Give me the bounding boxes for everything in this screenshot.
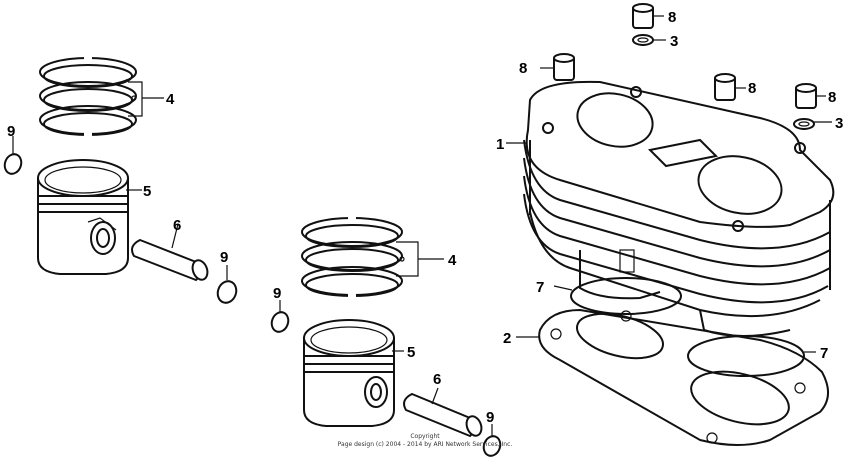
callout-9-middle-bottom: 9: [486, 409, 494, 426]
piston-middle: [303, 319, 395, 427]
o-ring-large-right: [687, 335, 816, 377]
callout-8-top: 8: [668, 9, 676, 26]
dowel-right: [795, 83, 826, 109]
callout-8-center: 8: [748, 80, 756, 97]
leader-4a: [128, 81, 143, 117]
leader-4b: [396, 241, 419, 277]
piston-left: [37, 159, 129, 275]
circlip-middle-top: [270, 300, 290, 333]
callout-4-left: 4: [166, 91, 175, 108]
dowel-top: [632, 3, 664, 29]
callout-1: 1: [496, 136, 504, 153]
callout-8-left: 8: [519, 60, 527, 77]
o-ring-right: [793, 118, 832, 130]
callout-6-left: 6: [173, 217, 181, 234]
piston-rings-left: [39, 55, 137, 136]
piston-pin-left: [131, 223, 209, 282]
piston-rings-middle: [301, 215, 403, 298]
circlip-middle-bottom: [482, 424, 502, 457]
callout-7-left: 7: [536, 279, 544, 296]
callout-3-top: 3: [670, 33, 678, 50]
cylinder-block: [523, 80, 835, 337]
dowel-center: [714, 73, 746, 101]
circlip-left-bottom: [216, 265, 238, 304]
copyright-line-2: Page design (c) 2004 - 2014 by ARI Netwo…: [338, 441, 513, 448]
o-ring-large-left: [553, 277, 682, 315]
callout-6-middle: 6: [433, 371, 441, 388]
callout-8-right: 8: [828, 89, 836, 106]
o-ring-top: [632, 34, 666, 46]
callout-5-left: 5: [143, 183, 151, 200]
base-gasket: [538, 308, 829, 446]
callout-9-left: 9: [7, 123, 15, 140]
copyright-line-1: Copyright: [410, 433, 440, 440]
callout-5-middle: 5: [407, 344, 415, 361]
dowel-left: [540, 53, 575, 81]
piston-pin-middle: [403, 387, 483, 438]
callout-4-middle: 4: [448, 252, 457, 269]
callout-9-middle: 9: [273, 285, 281, 302]
callout-3-right: 3: [835, 115, 843, 132]
callout-2: 2: [503, 330, 511, 347]
callout-7-right: 7: [820, 345, 828, 362]
circlip-left-top: [3, 136, 23, 175]
callout-9-left-bottom: 9: [220, 249, 228, 266]
